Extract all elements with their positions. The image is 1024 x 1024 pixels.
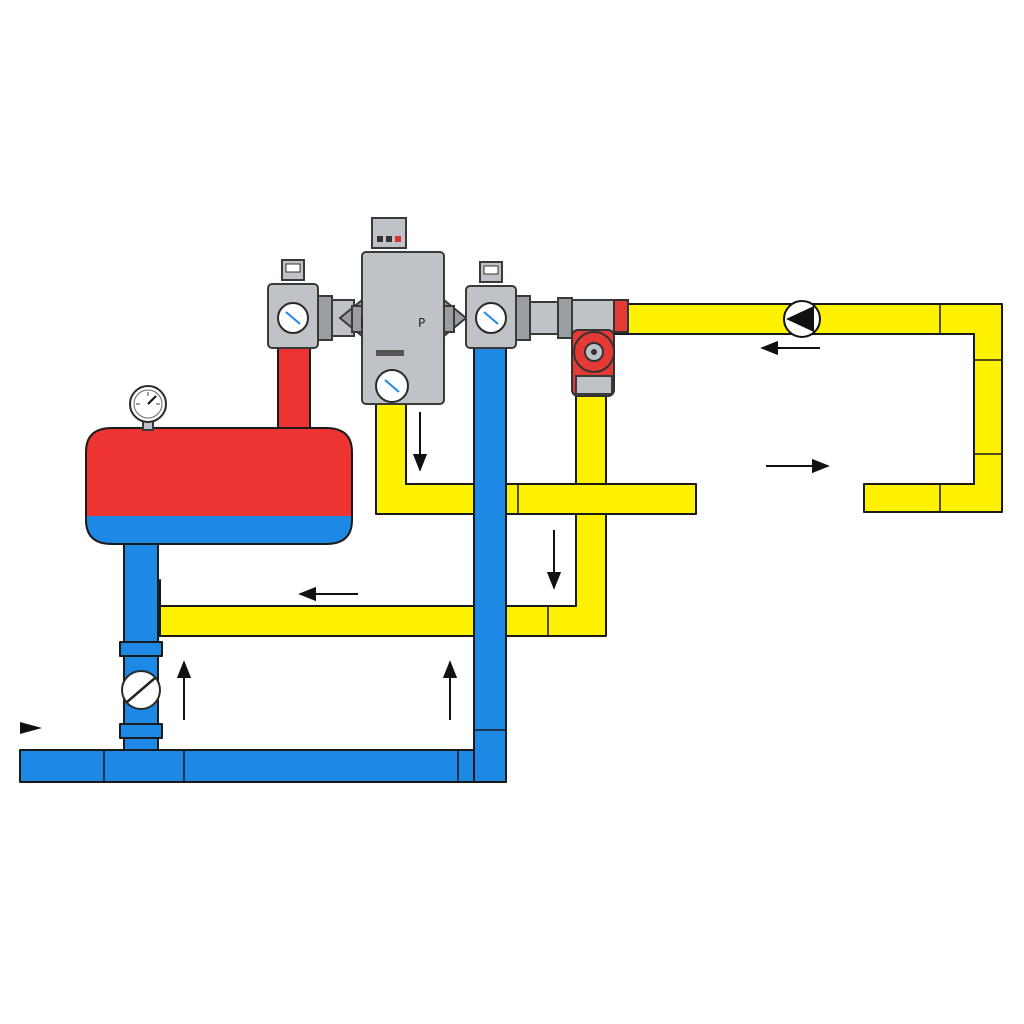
svg-text:I: I [360,316,364,330]
cold-water-pipes [19,341,507,783]
flow-arrow-cold-inlet [20,722,42,734]
circulator-pump-icon[interactable] [783,300,821,338]
expansion-tank [85,385,353,545]
svg-text:P: P [418,316,425,330]
flow-arrows [20,340,830,734]
red-ball-valve[interactable] [571,299,629,397]
hot-riser [277,339,311,433]
mixed-water-pipes [138,303,1003,637]
right-check-valve[interactable] [465,261,573,349]
left-check-valve[interactable] [267,259,355,349]
cold-riser-right [473,341,507,783]
pressure-gauge-icon [129,385,167,423]
shutoff-valve-icon[interactable] [119,641,163,739]
mixed-pipe-top [611,303,1003,513]
mixed-pipe-valve-out [375,399,697,515]
thermostatic-mixing-valve[interactable]: I P [338,217,468,405]
cold-main-horizontal [19,749,507,783]
